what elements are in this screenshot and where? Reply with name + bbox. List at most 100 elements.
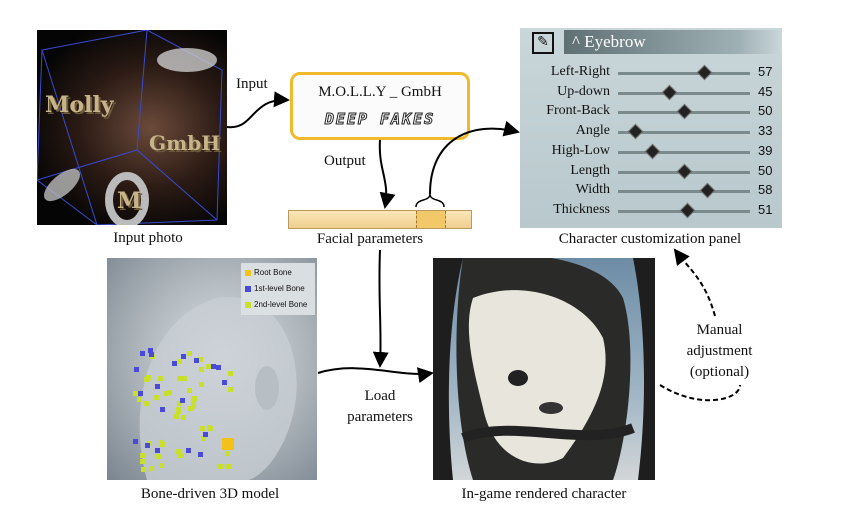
slider-handle[interactable] bbox=[662, 84, 678, 100]
slider-track[interactable] bbox=[618, 131, 750, 135]
bone-marker bbox=[134, 366, 140, 372]
slider-track[interactable] bbox=[618, 190, 750, 194]
photo-text-m: M bbox=[117, 188, 142, 214]
input-arrow-label: Input bbox=[236, 76, 268, 92]
slider-label: Thickness bbox=[553, 201, 610, 217]
bone-marker bbox=[153, 395, 159, 401]
bone-marker bbox=[138, 390, 144, 396]
bone-marker bbox=[173, 414, 179, 420]
slider-value: 50 bbox=[758, 103, 773, 119]
bone-marker bbox=[140, 350, 146, 356]
slider-row: Front-Back 50 bbox=[520, 102, 782, 121]
bone-marker bbox=[224, 451, 230, 457]
bone-marker bbox=[221, 379, 227, 385]
bone-marker bbox=[216, 365, 222, 371]
slider-label: Width bbox=[575, 182, 610, 198]
bone-marker bbox=[199, 381, 205, 387]
bone-marker bbox=[194, 358, 200, 364]
bone-marker bbox=[158, 376, 164, 382]
legend-root-bone: Root Bone bbox=[245, 268, 292, 278]
bone-legend: Root Bone 1st-level Bone 2nd-level Bone bbox=[241, 263, 315, 315]
model-subtitle: DEEP FAKES bbox=[324, 110, 436, 129]
bone-marker bbox=[227, 386, 233, 392]
bone-marker bbox=[197, 357, 203, 363]
bone-marker bbox=[147, 440, 153, 446]
bone-marker bbox=[140, 466, 146, 472]
bone-marker bbox=[227, 370, 233, 376]
slider-handle[interactable] bbox=[676, 104, 693, 120]
eyebrow-segment bbox=[416, 211, 446, 228]
bone-marker bbox=[200, 436, 206, 442]
facial-parameters-bar bbox=[288, 210, 472, 229]
slider-handle[interactable] bbox=[644, 143, 661, 160]
model-name: M.O.L.L.Y _ GmbH bbox=[318, 84, 442, 100]
slider-track[interactable] bbox=[618, 150, 750, 154]
slider-track[interactable] bbox=[618, 72, 750, 75]
bone-marker bbox=[202, 431, 208, 437]
bone-marker bbox=[211, 364, 217, 370]
bone-marker bbox=[132, 391, 138, 397]
slider-row: Left-Right 57 bbox=[520, 63, 782, 82]
bone-model-image: Root Bone 1st-level Bone 2nd-level Bone bbox=[107, 258, 317, 480]
wireframe-box bbox=[37, 30, 223, 225]
bone-marker bbox=[186, 387, 192, 393]
bone-marker bbox=[206, 424, 212, 430]
bone-marker bbox=[144, 443, 150, 449]
collapse-icon: ^ bbox=[572, 32, 580, 51]
edit-icon[interactable]: ✎ bbox=[532, 32, 554, 54]
slider-handle[interactable] bbox=[697, 64, 713, 81]
output-arrow bbox=[378, 139, 396, 209]
bone-marker bbox=[185, 447, 191, 453]
bone-marker bbox=[206, 363, 212, 369]
input-photo-caption: Input photo bbox=[113, 230, 183, 246]
bone-marker bbox=[181, 376, 187, 382]
slider-label: Left-Right bbox=[550, 64, 610, 79]
bone-marker bbox=[148, 348, 154, 354]
photo-text-gmbh: GmbH bbox=[149, 131, 221, 155]
output-arrow-label: Output bbox=[324, 153, 366, 169]
input-photo: Molly GmbH M bbox=[37, 30, 227, 225]
slider-track[interactable] bbox=[618, 91, 750, 95]
slider-row: Width 58 bbox=[520, 181, 782, 200]
slider-label: Length bbox=[570, 162, 610, 178]
bone-marker bbox=[136, 397, 142, 403]
slider-value: 33 bbox=[758, 123, 773, 139]
slider-label: Angle bbox=[575, 123, 610, 139]
bone-marker bbox=[139, 459, 145, 465]
render-caption: In-game rendered character bbox=[461, 486, 627, 502]
bone-marker bbox=[179, 376, 185, 382]
character-render bbox=[433, 258, 655, 480]
bone-marker bbox=[181, 415, 187, 421]
bone-marker bbox=[158, 462, 164, 468]
head-silhouette bbox=[139, 297, 297, 480]
bone-model-caption: Bone-driven 3D model bbox=[140, 486, 280, 502]
photo-text-molly: Molly bbox=[45, 92, 114, 118]
load-arrow-right bbox=[317, 367, 434, 384]
slider-handle[interactable] bbox=[679, 202, 696, 219]
slider-value: 50 bbox=[758, 162, 773, 178]
bone-marker bbox=[190, 400, 196, 406]
bone-marker bbox=[199, 366, 205, 372]
bone-marker bbox=[155, 454, 161, 460]
bone-marker bbox=[177, 400, 183, 406]
slider-handle[interactable] bbox=[627, 123, 643, 140]
slider-value: 39 bbox=[758, 142, 773, 158]
slider-label: Front-Back bbox=[546, 103, 610, 119]
slider-value: 57 bbox=[758, 64, 773, 79]
rendered-character-image bbox=[433, 258, 655, 480]
bone-marker bbox=[155, 383, 161, 389]
slider-handle[interactable] bbox=[676, 163, 693, 179]
slider-value: 45 bbox=[758, 83, 773, 99]
slider-handle[interactable] bbox=[699, 182, 716, 199]
bone-marker bbox=[154, 447, 160, 453]
facial-parameters-caption: Facial parameters bbox=[316, 231, 424, 247]
panel-header[interactable]: ^ Eyebrow bbox=[564, 30, 782, 54]
slider-label: High-Low bbox=[551, 142, 610, 158]
bone-marker bbox=[159, 439, 165, 445]
bone-marker bbox=[177, 452, 183, 458]
bone-marker bbox=[175, 448, 181, 454]
